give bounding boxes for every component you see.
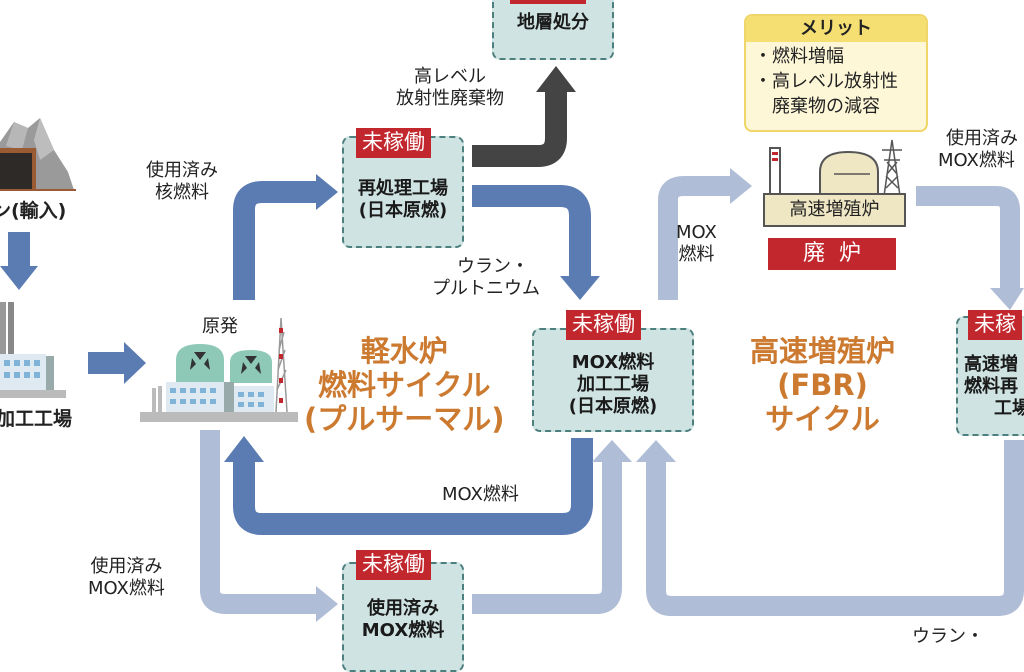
- disposal-status-badge: [510, 0, 586, 4]
- spent-mox-left-line1: 使用済み: [90, 556, 163, 577]
- u-pu-line2: プルトニウム: [432, 278, 540, 299]
- disposal-label: 地層処分: [517, 12, 589, 33]
- u-pu-line1: ウラン・: [457, 256, 529, 277]
- arrow-mox-plant-to-reactor: [224, 436, 593, 535]
- geological-disposal-box: 地層処分: [492, 0, 614, 60]
- spent-mox-line2: MOX燃料: [361, 620, 445, 641]
- fbr-line1: 高速増殖炉: [750, 334, 896, 368]
- arrow-mine-to-plant: [0, 232, 38, 290]
- u-bottom-label: ウラン・: [912, 626, 984, 647]
- hlw-line1: 高レベル: [414, 66, 486, 87]
- spent-mox-right-line2: MOX燃料: [938, 150, 1015, 171]
- fbr-repro-line3: 工場: [994, 398, 1024, 419]
- reprocessing-line1: 再処理工場: [358, 178, 448, 199]
- lwr-line1: 軽水炉: [360, 334, 448, 368]
- mox-fabrication-plant-box: MOX燃料 加工工場 (日本原燃): [532, 328, 694, 432]
- lwr-line3: (プルサーマル): [304, 402, 505, 436]
- merit-item: ・高レベル放射性: [754, 71, 898, 92]
- factory-icon: [0, 302, 66, 398]
- arrow-mox-plant-to-fbr: [658, 168, 752, 300]
- merit-list: ・燃料増幅 ・高レベル放射性 廃棄物の減容: [746, 42, 926, 121]
- spent-fuel-line2: 核燃料: [155, 182, 209, 203]
- fast-breeder-reactor-icon: [769, 139, 902, 197]
- merit-item: ・燃料増幅: [754, 46, 844, 67]
- lwr-cycle-title: 軽水炉 燃料サイクル (プルサーマル): [304, 334, 505, 436]
- hlw-line2: 放射性廃棄物: [396, 88, 504, 109]
- spent-mox-line1: 使用済み: [367, 598, 439, 619]
- uranium-mine-icon: [0, 118, 76, 191]
- arrow-reprocessing-to-mox-plant: [472, 185, 600, 300]
- arrow-fbr-repro-to-mox-plant: [636, 440, 1024, 616]
- merit-item: 廃棄物の減容: [754, 96, 880, 117]
- fbr-line2: (FBR): [777, 368, 868, 402]
- mine-label: ン(輸入): [0, 200, 67, 222]
- arrow-spent-mox-to-mox-plant: [472, 440, 632, 614]
- fbr-line3: サイクル: [765, 402, 880, 436]
- mox-plant-line1: MOX燃料: [571, 352, 655, 373]
- reprocessing-line2: (日本原燃): [358, 200, 448, 221]
- arrow-fbr-to-fbr-repro: [916, 186, 1024, 310]
- mox-upper-line2: 燃料: [678, 244, 715, 265]
- arrow-plant-to-reactor: [88, 342, 146, 384]
- mox-fuel-lower-label: MOX燃料: [442, 484, 519, 505]
- spent-mox-left-line2: MOX燃料: [88, 578, 165, 599]
- arrow-reactor-to-reprocessing: [233, 174, 338, 300]
- mox-plant-line3: (日本原燃): [568, 396, 658, 417]
- nuclear-power-plant-icon: [140, 317, 298, 422]
- merit-title: メリット: [746, 16, 926, 42]
- fbr-repro-line2: 燃料再: [964, 376, 1018, 397]
- fbr-repro-line1: 高速増: [964, 354, 1018, 375]
- reprocessing-status-badge: 未稼働: [356, 128, 431, 158]
- spent-fuel-line1: 使用済み: [146, 160, 218, 181]
- fuel-cycle-diagram: [0, 66, 1024, 622]
- conversion-plant-label: 加工工場: [0, 408, 73, 430]
- fbr-repro-status-badge: 未稼: [968, 310, 1022, 340]
- u-pu-label: ウラン・ プルトニウム: [432, 256, 540, 300]
- mox-plant-status-badge: 未稼働: [566, 310, 641, 340]
- spent-mox-right-line1: 使用済み: [946, 128, 1018, 149]
- arrow-hlw-to-disposal: [472, 66, 576, 167]
- mox-upper-line1: MOX: [676, 222, 717, 243]
- spent-mox-right-label: 使用済み MOX燃料: [938, 128, 1018, 172]
- hlw-label: 高レベル 放射性廃棄物: [396, 66, 504, 110]
- lwr-line2: 燃料サイクル: [317, 368, 491, 402]
- spent-mox-status-badge: 未稼働: [356, 550, 431, 580]
- merit-box: メリット ・燃料増幅 ・高レベル放射性 廃棄物の減容: [744, 14, 928, 132]
- mox-fuel-upper-label: MOX 燃料: [676, 222, 717, 266]
- reactor-label: 原発: [202, 316, 238, 337]
- fbr-cycle-title: 高速増殖炉 (FBR) サイクル: [750, 334, 895, 436]
- arrow-reactor-to-spent-mox: [200, 430, 338, 622]
- mox-plant-line2: 加工工場: [577, 374, 649, 395]
- fbr-plant-name: 高速増殖炉: [763, 193, 906, 227]
- spent-fuel-label: 使用済み 核燃料: [146, 160, 218, 204]
- decommissioned-badge: 廃炉: [768, 238, 896, 270]
- spent-mox-left-label: 使用済み MOX燃料: [88, 556, 165, 600]
